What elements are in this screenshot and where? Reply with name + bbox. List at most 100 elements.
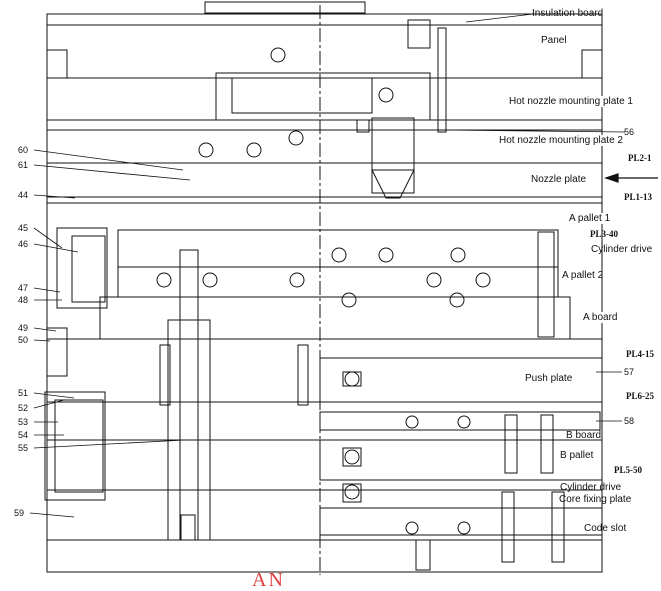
bolt-circle [270, 47, 286, 63]
bolt-circle [202, 272, 218, 288]
leader-line [33, 227, 63, 249]
part-number-44: 44 [18, 190, 29, 200]
part-number-49: 49 [18, 323, 29, 333]
label-push-plate: Push plate [525, 373, 573, 384]
hot-nozzle-tip [371, 169, 415, 199]
sprue-core [179, 249, 199, 541]
leader-line [33, 164, 191, 181]
bottom-bolt [415, 539, 431, 571]
bolt-circle [450, 247, 466, 263]
part-number-56: 56 [624, 127, 635, 137]
manifold-block [231, 77, 373, 114]
push-block [342, 371, 362, 387]
bolt-circle [289, 272, 305, 288]
label-core-fixing-plate: Core fixing plate [559, 494, 632, 505]
label-hot-nozzle-plate-2: Hot nozzle mounting plate 2 [499, 135, 623, 146]
bolt-circle [331, 247, 347, 263]
label-b-board: B board [566, 430, 602, 441]
part-number-48: 48 [18, 295, 29, 305]
panel-plate [46, 24, 603, 79]
insulation-board-top [204, 1, 366, 14]
part-number-60: 60 [18, 145, 29, 155]
label-panel: Panel [541, 35, 567, 46]
b-pallet-block [342, 447, 362, 467]
part-number-50: 50 [18, 335, 29, 345]
label-a-board: A board [583, 312, 618, 323]
b-pallet-block [342, 483, 362, 503]
left-side-block-upper [56, 227, 108, 309]
bolt-circle [426, 272, 442, 288]
bolt-circle [344, 449, 360, 465]
cylinder-drive-1-body [537, 231, 555, 338]
hot-nozzle-body [371, 117, 415, 194]
nozzle-screw [356, 119, 370, 133]
parting-line-pl4: PL4-15 [626, 349, 654, 359]
part-number-47: 47 [18, 283, 29, 293]
a-board [99, 296, 571, 340]
part-number-57: 57 [624, 367, 635, 377]
core-fixing-pin-b [551, 491, 565, 563]
sprue-end [180, 514, 196, 541]
part-number-53: 53 [18, 417, 29, 427]
bolt-circle [198, 142, 214, 158]
leader-line [33, 287, 61, 293]
part-number-54: 54 [18, 430, 29, 440]
label-cylinder-drive-2: Cylinder drive [560, 482, 622, 493]
leader-line [29, 512, 75, 518]
side-bar-right [297, 344, 309, 406]
b-board [319, 411, 601, 431]
cylinder-drive-2-body-b [540, 414, 554, 474]
bolt-circle [405, 415, 419, 429]
left-guide-block [46, 327, 68, 377]
core-fixing-pin-a [501, 491, 515, 563]
leader-line [33, 327, 57, 332]
part-number-51: 51 [18, 388, 29, 398]
left-side-inner-upper [71, 235, 106, 303]
mold-outline [46, 13, 603, 573]
bolt-circle [378, 247, 394, 263]
bolt-circle [344, 484, 360, 500]
core-fixing-plate [319, 507, 603, 536]
bolt-circle [288, 130, 304, 146]
parting-line-pl5: PL5-50 [614, 465, 642, 475]
bolt-circle [457, 415, 471, 429]
panel-right-block [581, 49, 603, 79]
sprue-bushing [167, 319, 211, 541]
leader-line [443, 129, 626, 133]
leader-line [33, 439, 186, 449]
bolt-circle [475, 272, 491, 288]
label-cylinder-drive-1: Cylinder drive [591, 244, 653, 255]
parting-line-pl2: PL2-1 [628, 153, 652, 163]
side-bar-left [159, 344, 171, 406]
left-side-inner-lower [54, 399, 104, 493]
label-code-slot: Code slot [584, 523, 627, 534]
bolt-circle [246, 142, 262, 158]
bolt-circle [344, 371, 360, 387]
label-a-pallet-2: A pallet 2 [562, 270, 604, 281]
leader-line [465, 13, 534, 23]
parting-arrow-head [604, 173, 619, 183]
part-number-59: 59 [14, 508, 25, 518]
bolt-circle [341, 292, 357, 308]
leader-line [33, 339, 51, 342]
bolt-circle [405, 521, 419, 535]
parting-line-pl3: PL3-40 [590, 229, 618, 239]
a-pallet-2 [117, 266, 559, 298]
panel-left-block [46, 49, 68, 79]
leader-line [33, 243, 79, 253]
parting-line-pl1: PL1-13 [624, 192, 652, 202]
leader-line [33, 149, 184, 171]
cylinder-drive-2-body-a [504, 414, 518, 474]
left-side-block-lower [44, 391, 106, 501]
part-number-58: 58 [624, 416, 635, 426]
top-bolt-head [407, 19, 431, 49]
part-number-55: 55 [18, 443, 29, 453]
bolt-circle [449, 292, 465, 308]
long-guide-rod [437, 27, 447, 133]
leader-line [33, 194, 76, 199]
bolt-circle [378, 87, 394, 103]
watermark: AN [252, 569, 285, 591]
leader-line [33, 392, 75, 399]
